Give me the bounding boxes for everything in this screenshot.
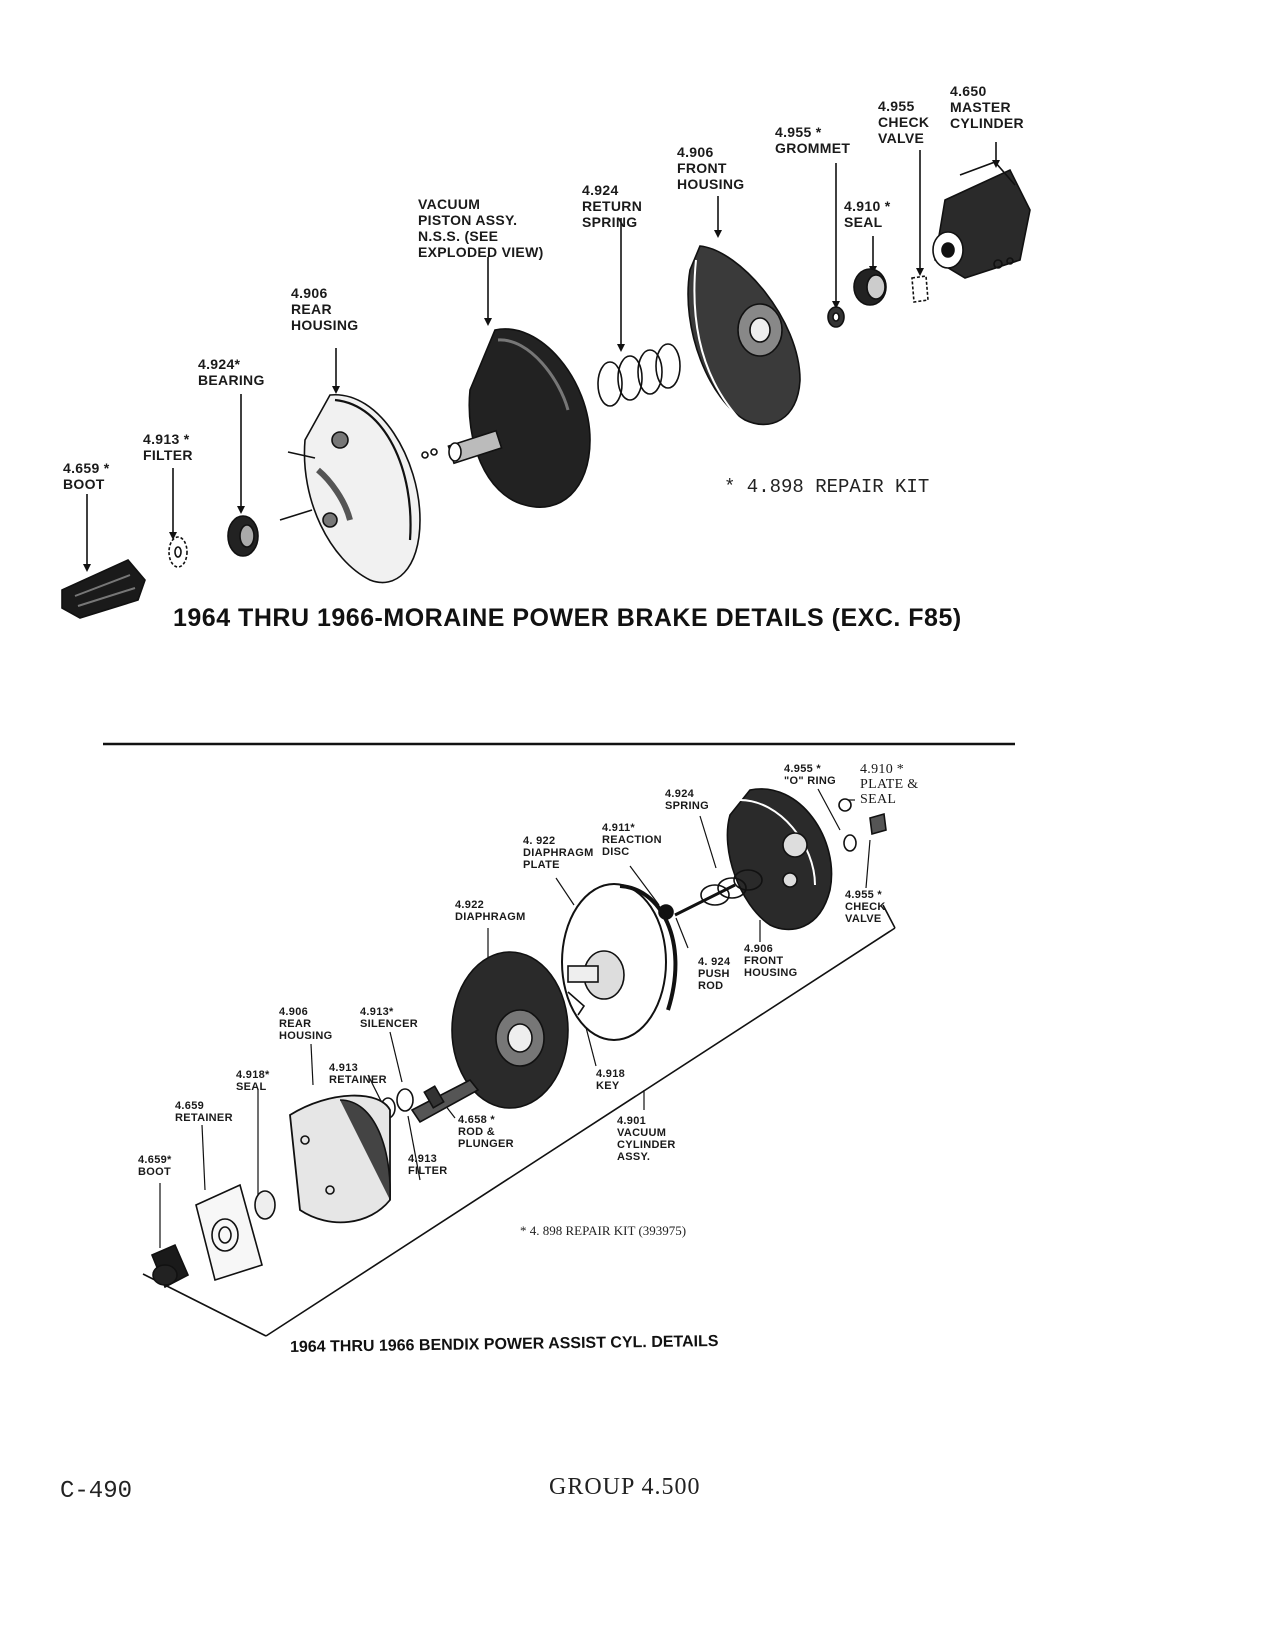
rear-housing-part xyxy=(279,394,421,584)
seal-part xyxy=(853,268,887,306)
label-return-spring: 4.924 RETURN SPRING xyxy=(582,182,643,230)
check-valve-part xyxy=(911,275,929,303)
bendix-boot-part xyxy=(150,1243,190,1289)
bearing-part xyxy=(227,515,259,557)
label-bendix-rear-housing: 4.906 REAR HOUSING xyxy=(279,1006,333,1042)
bendix-check-valve-part xyxy=(869,812,887,836)
page-number: C-490 xyxy=(60,1478,133,1505)
label-front-housing: 4.906 FRONT HOUSING xyxy=(677,144,745,192)
label-seal: 4.910 * SEAL xyxy=(844,198,891,230)
diaphragm-part xyxy=(451,951,569,1109)
label-boot: 4.659 * BOOT xyxy=(63,460,110,492)
top-leader-lines xyxy=(86,142,997,566)
label-o-ring: 4.955 * "O" RING xyxy=(784,763,836,787)
top-diagram-title: 1964 THRU 1966-MORAINE POWER BRAKE DETAI… xyxy=(173,604,962,632)
front-housing-part xyxy=(687,245,801,426)
label-vacuum-piston: VACUUM PISTON ASSY. N.S.S. (SEE EXPLODED… xyxy=(418,196,544,260)
label-check-valve: 4.955 CHECK VALVE xyxy=(878,98,930,146)
label-bendix-filter: 4.913 FILTER xyxy=(408,1153,448,1177)
label-silencer: 4.913* SILENCER xyxy=(360,1006,419,1030)
label-grommet: 4.955 * GROMMET xyxy=(775,124,851,156)
bendix-seal-part xyxy=(254,1190,276,1220)
diaphragm-plate-part xyxy=(561,883,678,1041)
bendix-rear-housing-part xyxy=(289,1094,391,1224)
label-spring: 4.924 SPRING xyxy=(665,788,709,812)
label-bendix-check-valve: 4.955 * CHECK VALVE xyxy=(845,889,886,925)
rod-plunger-part xyxy=(410,1078,480,1124)
push-rod-part xyxy=(674,883,736,917)
label-key: 4.918 KEY xyxy=(596,1068,626,1092)
filter-part xyxy=(168,536,188,568)
label-retainer-913: 4.913 RETAINER xyxy=(329,1062,387,1086)
label-bearing: 4.924* BEARING xyxy=(198,356,265,388)
retainer-plate-part xyxy=(195,1183,263,1282)
label-diaphragm: 4.922 DIAPHRAGM xyxy=(455,899,526,923)
return-spring-part xyxy=(597,343,681,407)
grommet-part xyxy=(827,306,845,328)
bottom-repair-kit-note: * 4. 898 REPAIR KIT (393975) xyxy=(520,1223,687,1238)
label-rod-plunger: 4.658 * ROD & PLUNGER xyxy=(458,1114,514,1150)
o-ring-part xyxy=(838,798,852,812)
top-repair-kit-note: * 4.898 REPAIR KIT xyxy=(724,476,930,498)
label-master-cylinder: 4.650 MASTER CYLINDER xyxy=(950,83,1024,131)
master-cylinder-part xyxy=(932,161,1031,279)
label-retainer-659: 4.659 RETAINER xyxy=(175,1100,233,1124)
bendix-front-housing-part xyxy=(726,788,833,931)
label-vacuum-cylinder: 4.901 VACUUM CYLINDER ASSY. xyxy=(617,1115,676,1163)
silencer-part xyxy=(396,1088,414,1112)
vacuum-piston-part xyxy=(421,328,591,508)
group-number: GROUP 4.500 xyxy=(549,1474,701,1500)
boot-part xyxy=(61,559,146,619)
label-bendix-seal: 4.918* SEAL xyxy=(236,1069,270,1093)
label-filter: 4.913 * FILTER xyxy=(143,431,193,463)
label-bendix-front-housing: 4.906 FRONT HOUSING xyxy=(744,943,798,979)
label-plate-seal: 4.910 * PLATE & SEAL xyxy=(860,762,919,807)
bendix-spring-part xyxy=(700,869,763,906)
label-diaphragm-plate: 4. 922 DIAPHRAGM PLATE xyxy=(523,835,594,871)
label-push-rod: 4. 924 PUSH ROD xyxy=(698,956,731,992)
seal-ring-part xyxy=(843,834,857,852)
label-bendix-boot: 4.659* BOOT xyxy=(138,1154,172,1178)
label-rear-housing: 4.906 REAR HOUSING xyxy=(291,285,359,333)
label-reaction-disc: 4.911* REACTION DISC xyxy=(602,822,662,858)
